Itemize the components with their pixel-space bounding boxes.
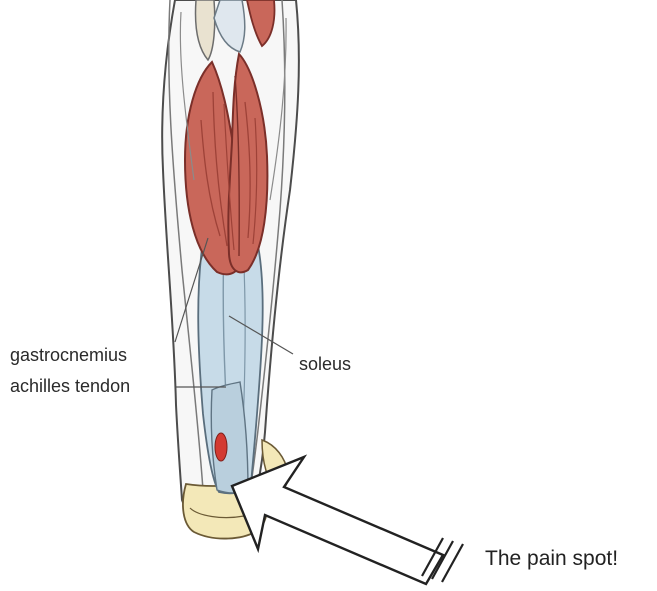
pain-spot-label: The pain spot! [485,548,618,569]
achilles-tendon-label: achilles tendon [10,377,130,395]
gastrocnemius-label: gastrocnemius [10,346,127,364]
pain-spot-marker [215,433,227,461]
soleus-label: soleus [299,355,351,373]
pointer-arrow-icon [232,457,463,584]
